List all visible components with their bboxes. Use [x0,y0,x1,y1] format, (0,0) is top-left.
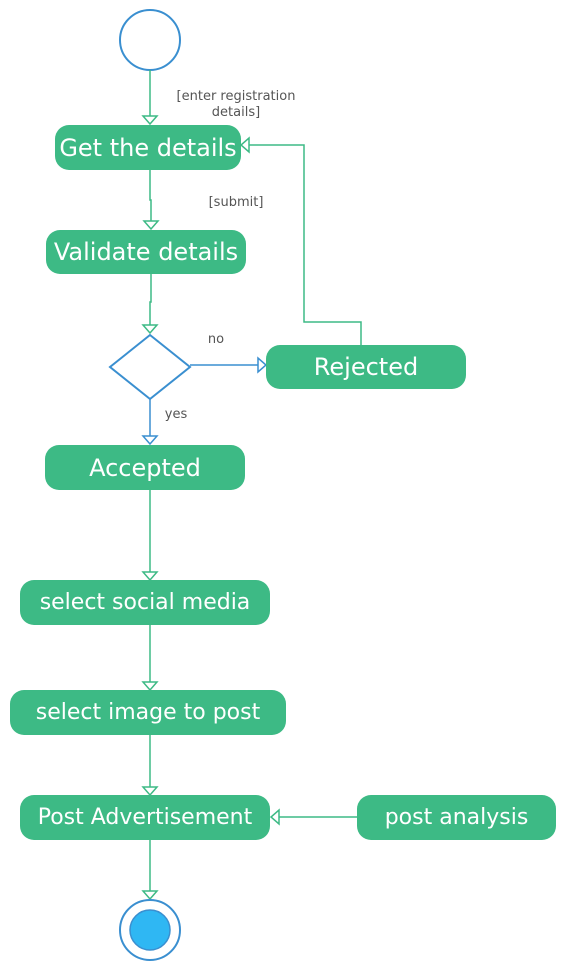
node-accepted: Accepted [45,445,245,490]
node-post-analysis: post analysis [357,795,556,840]
edge-validate-to-decision [149,274,152,325]
guard-yes: yes [164,407,188,422]
arrowhead [141,571,159,582]
node-select-social-media: select social media [20,580,270,625]
arrowhead [141,324,159,335]
decision-node [108,333,192,401]
node-rejected: Rejected [266,345,466,389]
guard-enter-registration: [enter registration details] [170,89,302,121]
guard-no: no [207,332,225,347]
arrowhead [141,681,159,692]
edge-rejected-to-get [249,144,362,345]
arrowhead [257,356,268,374]
node-get-the-details: Get the details [55,125,241,170]
arrowhead [141,435,159,446]
guard-submit: [submit] [208,195,264,210]
arrowhead [141,115,159,126]
guard-enter-registration-line2: details] [211,105,261,120]
node-select-image-to-post: select image to post [10,690,286,735]
arrowhead [141,786,159,797]
arrowhead [142,220,160,231]
node-post-advertisement: Post Advertisement [20,795,270,840]
node-validate-details: Validate details [46,230,246,274]
edge-get-to-validate [149,170,152,222]
end-node-fill [129,909,171,951]
arrowhead [141,890,159,901]
start-node [119,9,181,71]
arrowhead [269,808,280,826]
guard-enter-registration-line1: [enter registration [176,89,296,104]
arrowhead [239,136,250,154]
